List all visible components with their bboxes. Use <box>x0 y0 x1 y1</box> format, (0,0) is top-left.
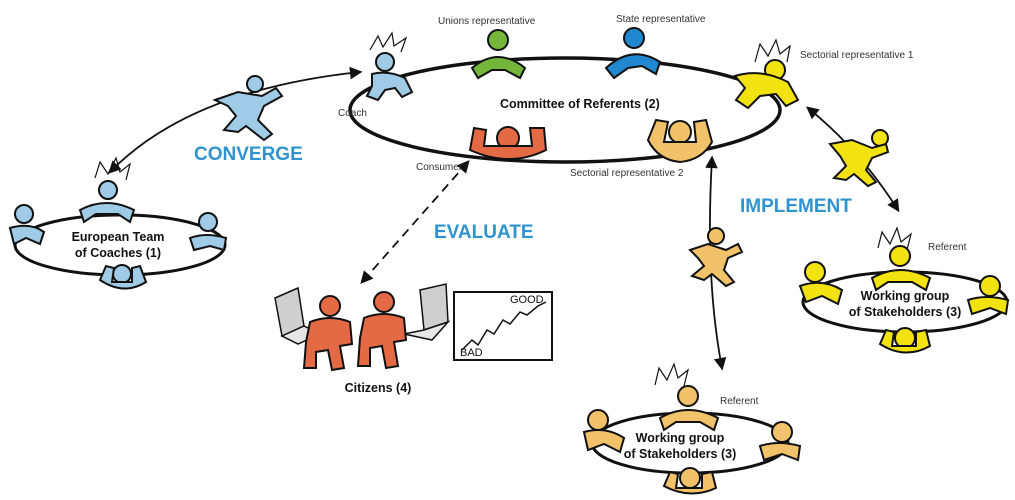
committee-label: Committee of Referents (2) <box>500 97 660 111</box>
european-team-label-line1: European Team <box>72 230 165 244</box>
unions-representative-figure <box>470 29 527 80</box>
working-group-bottom-figures <box>582 385 802 495</box>
phase-evaluate: EVALUATE <box>434 222 534 243</box>
state-representative-figure <box>604 27 662 80</box>
unions-representative-label: Unions representative <box>438 16 536 27</box>
consumer-label: Consumer <box>416 162 463 173</box>
sectorial-representative-2-label: Sectorial representative 2 <box>570 168 684 179</box>
laptop-right-icon <box>403 283 451 341</box>
consumer-figure <box>468 126 548 160</box>
working-group-bottom-label-line1: Working group <box>636 431 725 445</box>
coach-label: Coach <box>338 108 367 119</box>
burst-icon <box>654 362 690 387</box>
runner-blue-figure <box>212 75 284 142</box>
citizens-label: Citizens (4) <box>345 381 412 395</box>
laptop-left-icon <box>274 286 322 345</box>
sectorial-representative-1-figure <box>733 59 800 110</box>
referent-right-label: Referent <box>928 242 967 253</box>
burst-icon <box>754 38 791 63</box>
phase-converge: CONVERGE <box>194 144 303 165</box>
state-representative-label: State representative <box>616 14 706 25</box>
converge-arrow <box>108 66 363 174</box>
runner-tan-figure <box>688 227 744 288</box>
referent-bottom-label: Referent <box>720 396 759 407</box>
burst-icon <box>877 226 913 251</box>
good-bad-chart: GOOD BAD <box>453 291 553 361</box>
working-group-right-label-line2: of Stakeholders (3) <box>849 305 962 319</box>
working-group-right-label-line1: Working group <box>861 289 950 303</box>
chart-good-label: GOOD <box>510 294 544 306</box>
citizen-figures <box>302 291 408 372</box>
chart-bad-label: BAD <box>460 347 483 359</box>
good-bad-trend-line <box>461 301 547 351</box>
european-team-figures <box>8 180 228 290</box>
working-group-right-figures <box>798 245 1010 354</box>
sectorial-representative-1-label: Sectorial representative 1 <box>800 50 914 61</box>
runner-yellow-figure <box>828 129 890 188</box>
working-group-bottom-label-line2: of Stakeholders (3) <box>624 447 737 461</box>
phase-implement: IMPLEMENT <box>740 196 852 217</box>
evaluate-arrow <box>360 160 470 284</box>
burst-icon <box>369 31 408 53</box>
coach-figure <box>365 52 414 102</box>
burst-icon <box>94 156 132 181</box>
sectorial-representative-2-figure <box>646 118 714 164</box>
european-team-label-line2: of Coaches (1) <box>75 246 161 260</box>
